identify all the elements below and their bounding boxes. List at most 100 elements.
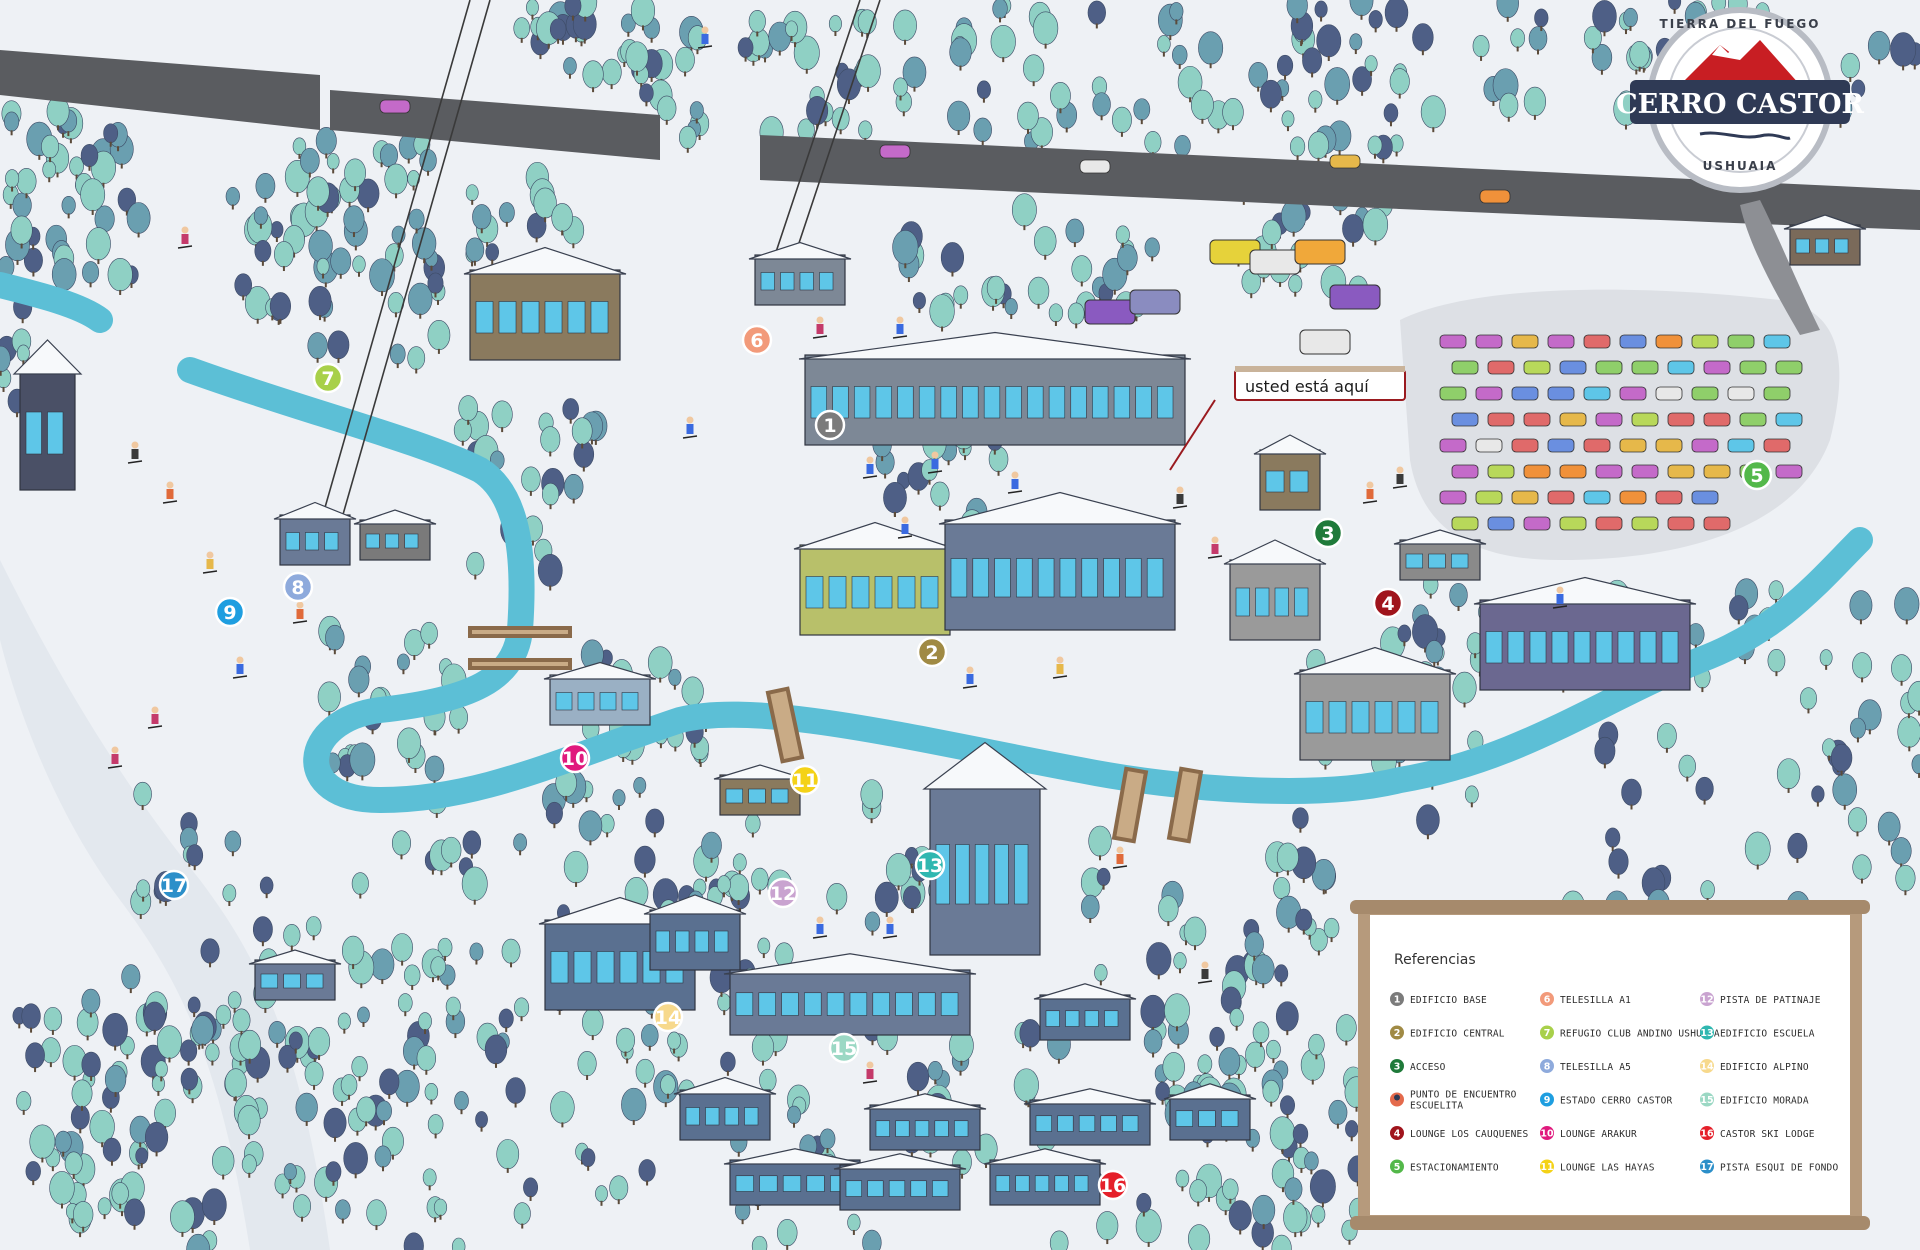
tree: [501, 938, 521, 968]
tree: [1309, 1169, 1336, 1208]
tree: [293, 1194, 312, 1222]
tree: [61, 195, 76, 219]
tree: [757, 937, 771, 959]
tree: [1187, 1224, 1211, 1250]
tree: [785, 20, 798, 41]
tree: [268, 1020, 286, 1048]
tree: [1324, 67, 1350, 105]
car: [1583, 438, 1611, 453]
car: [1619, 386, 1647, 401]
car: [1631, 464, 1659, 479]
tree: [1695, 776, 1714, 805]
tree: [1349, 0, 1374, 20]
tree: [343, 1142, 368, 1179]
tree: [1592, 0, 1617, 37]
car: [1511, 334, 1539, 349]
tree: [609, 1175, 629, 1205]
tree: [563, 850, 589, 887]
tree: [701, 831, 722, 863]
marker-3[interactable]: 3: [1312, 517, 1344, 549]
car: [1655, 386, 1683, 401]
legend-num: 2: [1394, 1028, 1401, 1039]
tree: [308, 1027, 331, 1060]
marker-9[interactable]: 9: [214, 596, 246, 628]
tree: [572, 8, 597, 44]
tree: [1499, 92, 1519, 122]
tree: [562, 398, 579, 424]
tree: [563, 57, 577, 79]
car: [1739, 360, 1767, 375]
tree: [1271, 1234, 1292, 1250]
tree: [1111, 106, 1132, 137]
legend-num: 1: [1394, 995, 1401, 1006]
building-lodge-4: [1163, 1083, 1257, 1141]
tree: [1027, 276, 1050, 309]
tree: [1621, 778, 1642, 810]
tree: [902, 56, 927, 92]
marker-7[interactable]: 7: [312, 362, 344, 394]
tree: [325, 624, 345, 655]
marker-1[interactable]: 1: [814, 409, 846, 441]
car: [1667, 360, 1695, 375]
tree: [465, 184, 479, 205]
tree: [366, 1199, 387, 1231]
legend-panel: [1370, 915, 1850, 1215]
marker-15[interactable]: 15: [828, 1032, 860, 1064]
tree: [577, 1051, 597, 1080]
car: [1079, 159, 1111, 174]
bridges: [468, 626, 1204, 844]
tree: [340, 1074, 358, 1100]
marker-label: 16: [1100, 1175, 1126, 1197]
tree: [1767, 649, 1786, 677]
tree: [5, 169, 20, 192]
tree: [857, 9, 877, 39]
marker-17[interactable]: 17: [158, 869, 190, 901]
tree: [1891, 654, 1913, 686]
marker-16[interactable]: 16: [1097, 1169, 1129, 1201]
car: [879, 144, 911, 159]
tree: [427, 320, 451, 354]
marker-10[interactable]: 10: [559, 742, 591, 774]
tree: [1017, 101, 1039, 134]
marker-11[interactable]: 11: [789, 764, 821, 796]
marker-14[interactable]: 14: [652, 1001, 684, 1033]
tree: [437, 937, 453, 961]
tree: [81, 1051, 101, 1081]
tree: [1252, 1194, 1276, 1230]
tree: [485, 243, 499, 265]
you-are-here[interactable]: usted está aquí: [1169, 366, 1406, 471]
marker-2[interactable]: 2: [916, 636, 948, 668]
car: [1523, 412, 1551, 427]
tree: [776, 1219, 798, 1250]
tree: [1019, 1019, 1042, 1052]
legend-label: PISTA ESQUI DE FONDO: [1720, 1163, 1838, 1174]
tree: [1087, 0, 1106, 29]
skier: [107, 746, 123, 769]
tree: [374, 1145, 392, 1172]
tree: [1065, 218, 1085, 248]
tree: [1229, 1008, 1244, 1031]
marker-13[interactable]: 13: [914, 849, 946, 881]
tree: [89, 1109, 115, 1148]
marker-12[interactable]: 12: [767, 877, 799, 909]
tree: [988, 446, 1009, 476]
tree: [667, 1031, 681, 1054]
marker-4[interactable]: 4: [1372, 587, 1404, 619]
marker-5[interactable]: 5: [1741, 459, 1773, 491]
car: [1559, 464, 1587, 479]
tree: [720, 1051, 736, 1076]
marker-label: 12: [770, 883, 796, 905]
marker-6[interactable]: 6: [741, 324, 773, 356]
car: [1487, 360, 1515, 375]
tree: [136, 879, 151, 902]
legend-num: 13: [1700, 1028, 1713, 1039]
tree: [621, 1087, 647, 1126]
legend-label: EDIFICIO BASE: [1410, 995, 1487, 1006]
tree: [1368, 10, 1383, 33]
tree: [103, 123, 119, 147]
marker-8[interactable]: 8: [282, 571, 314, 603]
marker-label: 3: [1321, 523, 1334, 545]
tree: [356, 1096, 377, 1127]
